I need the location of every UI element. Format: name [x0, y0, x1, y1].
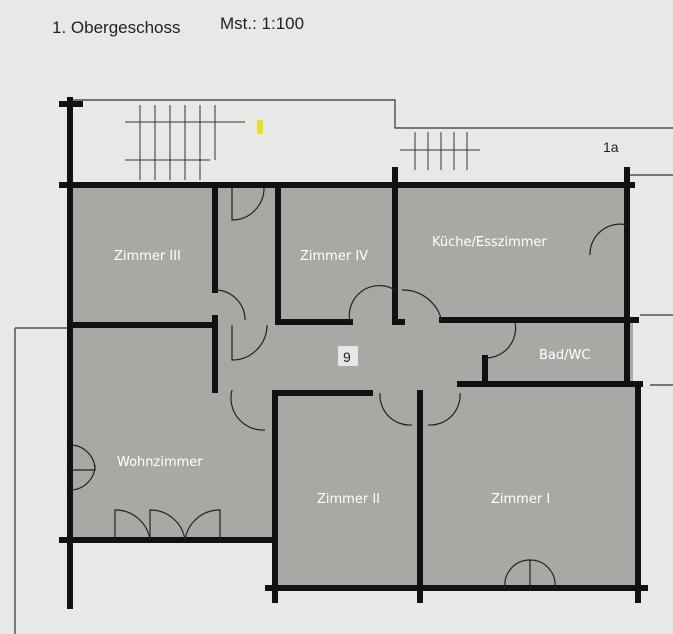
stairs-left — [125, 105, 245, 180]
room-label: Zimmer II — [317, 492, 380, 507]
room-label: Zimmer IV — [300, 249, 368, 264]
room-label: Wohnzimmer — [117, 455, 203, 470]
room-zimmer-ii — [277, 393, 423, 585]
room-label: Bad/WC — [539, 348, 590, 363]
room-bad — [485, 320, 633, 385]
hall-number-box — [338, 346, 358, 366]
room-zimmer-iii — [70, 188, 215, 325]
hall-number: 9 — [343, 349, 351, 365]
room-zimmer-iv — [280, 188, 395, 323]
room-wohnzimmer — [70, 325, 277, 540]
room-label: Zimmer III — [114, 249, 181, 264]
room-fills — [70, 188, 638, 585]
outline-lines — [14, 99, 673, 634]
room-label: Küche/Esszimmer — [432, 235, 547, 250]
room-label: Zimmer I — [491, 492, 550, 507]
room-kueche — [395, 188, 627, 320]
doors — [69, 187, 628, 589]
plan-title: 1. Obergeschoss — [52, 18, 181, 37]
room-zimmer-i — [423, 385, 638, 585]
plan-scale: Mst.: 1:100 — [220, 14, 305, 33]
area-marker: 1a — [603, 139, 619, 155]
walls — [59, 97, 648, 609]
stairs-right — [400, 132, 480, 170]
yellow-marker — [257, 120, 263, 134]
